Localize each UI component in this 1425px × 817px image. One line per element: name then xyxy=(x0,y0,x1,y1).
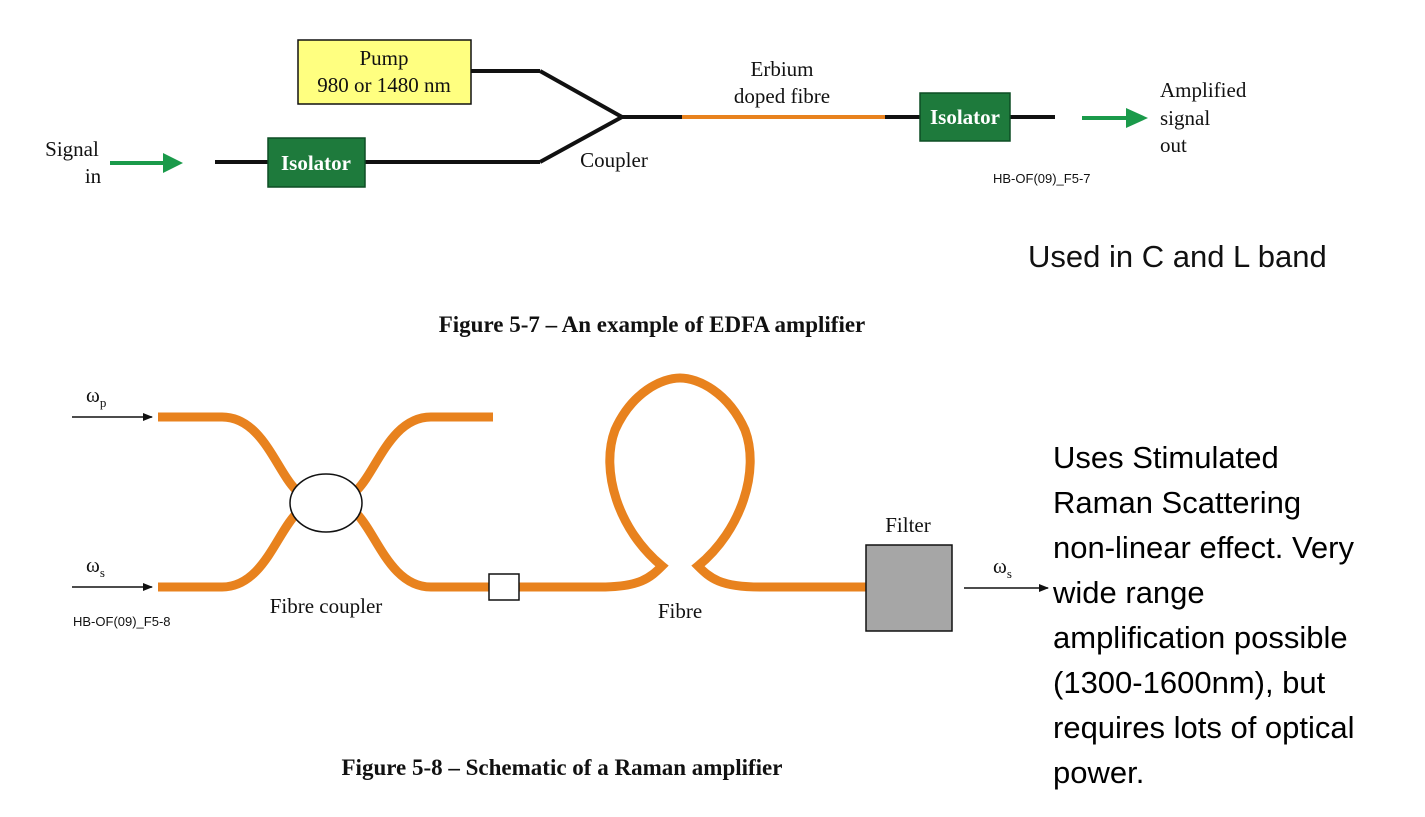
isolator-out-box xyxy=(919,92,1011,142)
raman-note-line: power. xyxy=(1053,755,1145,790)
raman-note-line: (1300-1600nm), but xyxy=(1053,665,1326,700)
raman-note: Uses Stimulated Raman Scattering non-lin… xyxy=(1053,435,1423,795)
omega-p-label: ωp xyxy=(86,383,106,410)
amplified-label-2: signal xyxy=(1160,106,1210,130)
isolator-in-label: Isolator xyxy=(281,151,351,175)
raman-note-line: Raman Scattering xyxy=(1053,485,1302,520)
raman-note-line: amplification possible xyxy=(1053,620,1348,655)
figure-5-7-caption: Figure 5-7 – An example of EDFA amplifie… xyxy=(439,312,866,337)
filter-label: Filter xyxy=(885,513,931,537)
input-fibre xyxy=(215,69,1055,164)
erbium-label: Erbium xyxy=(751,57,814,81)
fibre-connector xyxy=(488,573,520,601)
signal-in-label-2: in xyxy=(85,164,102,188)
omega-s-output-label: ωs xyxy=(993,554,1012,581)
edfa-diagram: Signal in Pump 980 or 1480 nm Isolator C… xyxy=(45,39,1247,188)
edfa-ref-code: HB-OF(09)_F5-7 xyxy=(993,171,1091,186)
raman-note-line: requires lots of optical xyxy=(1053,710,1355,745)
omega-s-input-label: ωs xyxy=(86,553,105,580)
figure-5-8-caption: Figure 5-8 – Schematic of a Raman amplif… xyxy=(342,755,783,780)
isolator-out-label: Isolator xyxy=(930,105,1000,129)
fibre-label: Fibre xyxy=(658,599,702,623)
raman-note-line: Uses Stimulated xyxy=(1053,440,1279,475)
amplified-label-3: out xyxy=(1160,133,1187,157)
filter-box xyxy=(865,544,953,632)
erbium-label-2: doped fibre xyxy=(734,84,830,108)
signal-in-label: Signal xyxy=(45,137,99,161)
coupler-label: Coupler xyxy=(580,148,648,172)
edfa-note: Used in C and L band xyxy=(1028,239,1327,274)
coupler-fibres xyxy=(158,412,493,592)
pump-label: Pump xyxy=(359,46,408,70)
raman-fibre xyxy=(519,373,866,592)
amplified-label: Amplified xyxy=(1160,78,1247,102)
signal-out-arrow xyxy=(1082,108,1148,128)
raman-note-line: wide range xyxy=(1053,575,1205,610)
signal-in-arrow xyxy=(110,153,183,173)
isolator-in-box xyxy=(267,137,366,188)
raman-ref-code: HB-OF(09)_F5-8 xyxy=(73,614,171,629)
raman-diagram: ωp ωs Filter ωs Fibre coupler Fibre HB-O… xyxy=(72,373,1049,632)
pump-wavelength-label: 980 or 1480 nm xyxy=(317,73,451,97)
fibre-coupler-ellipse xyxy=(289,473,363,533)
pump-box xyxy=(297,39,472,105)
fibre-coupler-label: Fibre coupler xyxy=(270,594,383,618)
raman-note-line: non-linear effect. Very xyxy=(1053,530,1354,565)
